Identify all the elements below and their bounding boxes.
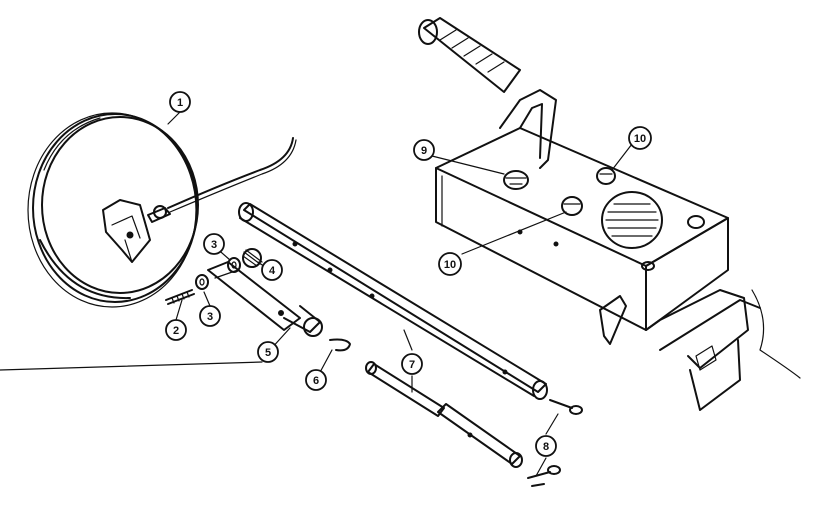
control-box xyxy=(435,127,801,411)
callout-5: 5 xyxy=(257,341,279,363)
callout-3-upper: 3 xyxy=(203,233,225,255)
handle xyxy=(418,17,557,169)
search-coil xyxy=(27,112,297,308)
spring-clip xyxy=(329,338,351,352)
svg-text:1: 1 xyxy=(177,97,183,109)
bolt xyxy=(165,289,195,305)
control-knob-center xyxy=(561,196,583,216)
callout-2: 2 xyxy=(165,319,187,341)
svg-text:7: 7 xyxy=(409,359,415,371)
svg-text:8: 8 xyxy=(543,441,549,453)
callout-1: 1 xyxy=(169,91,191,113)
lower-shaft xyxy=(207,261,323,337)
locking-pin-upper xyxy=(549,399,583,415)
leader-lines xyxy=(0,111,633,477)
callout-4: 4 xyxy=(261,259,283,281)
svg-text:3: 3 xyxy=(211,239,217,251)
upper-tube xyxy=(238,202,548,400)
knob xyxy=(242,248,263,268)
locking-pin-lower xyxy=(527,465,561,487)
svg-text:4: 4 xyxy=(269,265,276,277)
extension-tube xyxy=(365,361,523,468)
control-knob-right xyxy=(596,167,616,185)
svg-text:5: 5 xyxy=(265,347,271,359)
callout-7: 7 xyxy=(401,353,423,375)
svg-text:9: 9 xyxy=(421,145,427,157)
callout-10-lower: 10 xyxy=(438,252,462,276)
callout-9: 9 xyxy=(413,139,435,161)
svg-text:6: 6 xyxy=(313,375,319,387)
svg-text:3: 3 xyxy=(207,311,213,323)
svg-text:10: 10 xyxy=(444,259,456,271)
callout-6: 6 xyxy=(305,369,327,391)
svg-text:10: 10 xyxy=(634,133,646,145)
control-knob-large xyxy=(503,170,529,190)
callout-10-upper: 10 xyxy=(628,126,652,150)
callout-3-lower: 3 xyxy=(199,305,221,327)
callout-8: 8 xyxy=(535,435,557,457)
washer-lower xyxy=(195,274,209,290)
svg-text:2: 2 xyxy=(173,325,179,337)
